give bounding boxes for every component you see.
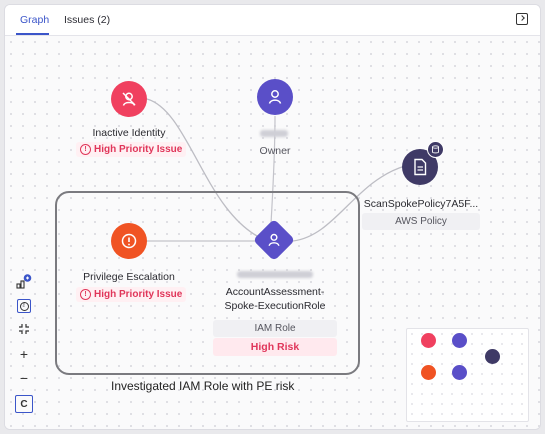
minimap[interactable]: [406, 328, 529, 422]
graph-panel: Graph Issues (2) Inactive Identity ! Hig…: [4, 4, 541, 430]
layout-icon[interactable]: [14, 272, 34, 292]
alert-circle-icon: [121, 233, 137, 249]
edge-role-to-policy: [292, 165, 406, 242]
database-badge-icon: [427, 141, 444, 158]
account-id-redacted: [237, 271, 313, 278]
tab-bar: Graph Issues (2): [5, 5, 540, 36]
tab-graph[interactable]: Graph: [20, 14, 50, 26]
alert-circle-icon: !: [80, 144, 91, 155]
minimap-node-role: [452, 365, 467, 380]
owner-node[interactable]: [257, 79, 293, 115]
privilege-escalation-label: Privilege Escalation: [83, 271, 175, 283]
reset-button[interactable]: C: [14, 394, 34, 414]
alert-circle-icon: !: [80, 289, 91, 300]
graph-edges: [145, 98, 406, 242]
issue-label: High Priority Issue: [94, 289, 183, 300]
policy-type-badge: AWS Policy: [362, 213, 480, 230]
privilege-escalation-node[interactable]: [111, 223, 147, 259]
owner-label: Owner: [259, 145, 291, 157]
iam-role-risk-badge: High Risk: [213, 338, 337, 356]
iam-role-type-badge: IAM Role: [213, 320, 337, 337]
privilege-escalation-issue-badge[interactable]: ! High Priority Issue: [76, 287, 187, 302]
user-off-icon: [122, 92, 136, 106]
info-icon[interactable]: !: [14, 296, 34, 316]
minimap-node-inactive: [421, 333, 436, 348]
edge-owner-to-role: [270, 115, 276, 225]
zoom-out-button[interactable]: −: [19, 370, 29, 386]
fit-view-icon[interactable]: [14, 319, 34, 339]
tab-issues[interactable]: Issues (2): [64, 14, 111, 26]
zoom-in-button[interactable]: +: [19, 346, 29, 362]
inactive-identity-node[interactable]: [111, 81, 147, 117]
investigated-caption: Investigated IAM Role with PE risk: [111, 379, 295, 393]
owner-name-redacted: [260, 130, 288, 137]
graph-canvas[interactable]: Inactive Identity ! High Priority Issue …: [5, 36, 540, 429]
iam-role-label-line2: Spoke-ExecutionRole: [224, 300, 326, 312]
issue-label: High Priority Issue: [94, 144, 183, 155]
minimap-node-owner: [452, 333, 467, 348]
document-icon: [414, 158, 427, 176]
expand-panel-icon[interactable]: [516, 13, 528, 25]
minimap-node-policy: [485, 349, 500, 364]
user-icon: [268, 90, 282, 104]
minimap-node-pe: [421, 365, 436, 380]
policy-name-label: ScanSpokePolicy7A5F...: [363, 198, 479, 210]
edge-inactive-to-role: [146, 98, 268, 242]
investigated-highlight-box: [55, 191, 360, 375]
user-icon: [259, 225, 289, 255]
inactive-identity-issue-badge[interactable]: ! High Priority Issue: [76, 142, 187, 157]
inactive-identity-label: Inactive Identity: [92, 127, 166, 139]
active-tab-indicator: [16, 33, 49, 35]
iam-role-label-line1: AccountAssessment-: [225, 286, 325, 298]
